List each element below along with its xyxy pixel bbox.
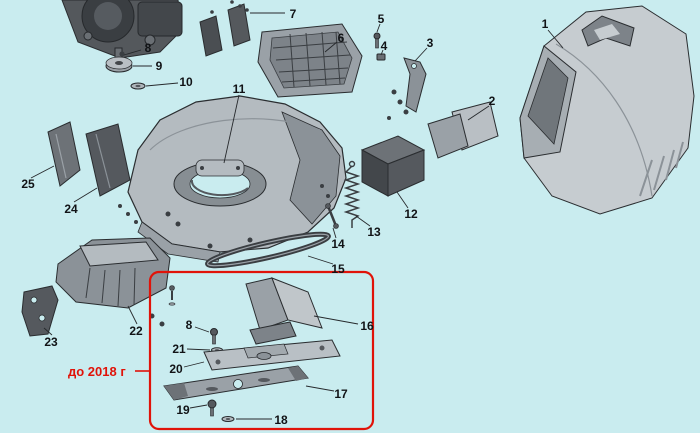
part-engine <box>61 0 183 90</box>
part-plates-7 <box>199 0 251 57</box>
callout-4: 4 <box>381 39 388 53</box>
part-front-housing <box>55 237 171 327</box>
leader-10 <box>145 82 179 87</box>
callout-9: 9 <box>156 59 163 73</box>
callout-25: 25 <box>21 177 35 191</box>
part-washer-18 <box>221 416 235 422</box>
callout-24: 24 <box>64 202 78 216</box>
leader-20 <box>183 361 205 368</box>
part-bolt-5 <box>373 32 381 49</box>
leader-2 <box>467 105 490 121</box>
callout-15: 15 <box>331 262 345 276</box>
callout-13: 13 <box>367 225 381 239</box>
part-belt-15 <box>205 231 331 269</box>
callout-20: 20 <box>169 362 183 376</box>
leader-13 <box>355 215 371 227</box>
leader-4 <box>380 49 384 56</box>
leader-19 <box>189 404 208 409</box>
part-deck <box>127 95 347 263</box>
part-lever-3 <box>387 57 427 120</box>
part-bolt-19 <box>207 399 217 417</box>
leader-24 <box>73 187 98 203</box>
callout-11: 11 <box>233 82 246 96</box>
leader-25 <box>30 165 55 179</box>
part-link-14 <box>325 203 339 229</box>
leader-15 <box>307 255 334 265</box>
callout-21: 21 <box>172 342 186 356</box>
leader-3 <box>414 47 428 62</box>
leader-23 <box>43 327 53 336</box>
part-adapter-20 <box>203 339 341 371</box>
part-guard-25 <box>47 121 81 187</box>
note-label: до 2018 г <box>68 364 126 379</box>
leader-8b <box>194 326 210 333</box>
callout-6: 6 <box>338 31 345 45</box>
callout-2: 2 <box>489 94 496 108</box>
part-side-panels-2 <box>427 101 499 159</box>
callout-7: 7 <box>290 7 297 21</box>
leader-5 <box>376 23 381 33</box>
callout-23: 23 <box>44 335 58 349</box>
leader-16 <box>313 315 359 325</box>
leader-17 <box>305 385 335 392</box>
part-mulch-plug <box>360 135 426 197</box>
part-bracket-23 <box>21 285 59 337</box>
leader-lines <box>30 12 564 420</box>
callout-14: 14 <box>331 237 345 251</box>
part-bolt-8 <box>119 51 125 57</box>
callout-22: 22 <box>129 324 143 338</box>
callout-8: 8 <box>145 41 152 55</box>
leader-12 <box>396 191 409 209</box>
callout-16: 16 <box>360 319 374 333</box>
part-rear-door <box>257 23 363 98</box>
leader-11 <box>223 94 240 164</box>
part-blade-17 <box>163 365 309 401</box>
part-grass-catcher <box>519 5 695 215</box>
callout-1: 1 <box>542 17 549 31</box>
leader-8 <box>123 49 142 56</box>
leader-6 <box>324 41 338 53</box>
leader-1 <box>547 29 564 49</box>
callout-labels: 1 2 3 4 5 6 7 8 9 10 11 12 13 14 15 16 1… <box>21 7 548 427</box>
part-deflector-16 <box>245 277 323 345</box>
callout-10: 10 <box>179 75 193 89</box>
part-bolt-box-topleft <box>168 285 176 306</box>
leader-22 <box>127 305 138 325</box>
callout-19: 19 <box>176 403 190 417</box>
part-guard-24 <box>85 123 138 224</box>
callout-18: 18 <box>274 413 288 427</box>
leader-21 <box>186 348 211 351</box>
callout-12: 12 <box>404 207 418 221</box>
leader-14 <box>332 227 337 239</box>
highlight-box <box>148 270 375 431</box>
callout-17: 17 <box>334 387 348 401</box>
callout-8b: 8 <box>186 318 193 332</box>
callout-5: 5 <box>378 12 385 26</box>
callout-3: 3 <box>427 36 434 50</box>
part-spring-13 <box>343 160 361 228</box>
part-bolt-8b <box>210 328 218 345</box>
